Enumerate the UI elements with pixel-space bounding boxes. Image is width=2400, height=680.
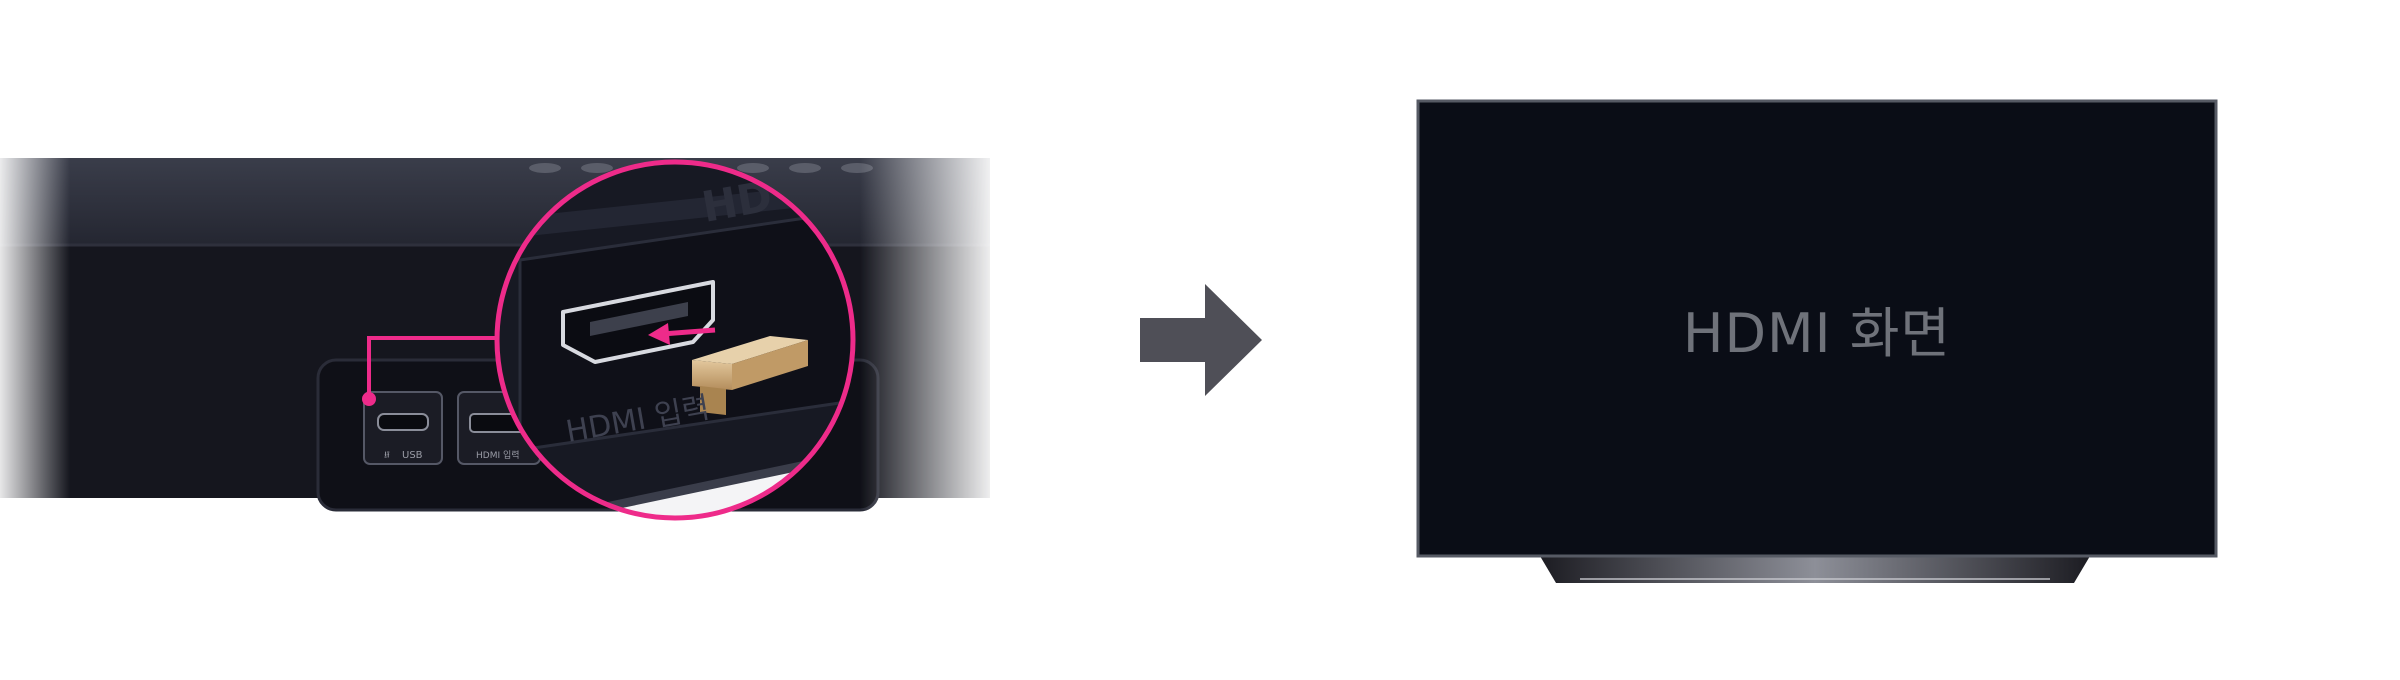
zoom-callout-line: [362, 336, 505, 406]
tv-display: [1416, 99, 2218, 583]
usb-port: ⭿ USB: [363, 391, 443, 465]
hdmi-zoom-circle: HD HDMI 입력: [494, 159, 856, 521]
insert-arrow-icon: [648, 323, 716, 345]
usb-icon: ⭿: [384, 451, 390, 461]
port-hdmi-label: HDMI 입력: [476, 449, 520, 461]
tv-screen: [1416, 99, 2218, 558]
hdmi-port-large: [561, 280, 715, 364]
right-arrow-icon: [1140, 284, 1262, 396]
tv-stand: [1540, 556, 2090, 583]
port-usb-label: USB: [402, 450, 423, 461]
hdmi-connector-plug: [692, 336, 808, 415]
